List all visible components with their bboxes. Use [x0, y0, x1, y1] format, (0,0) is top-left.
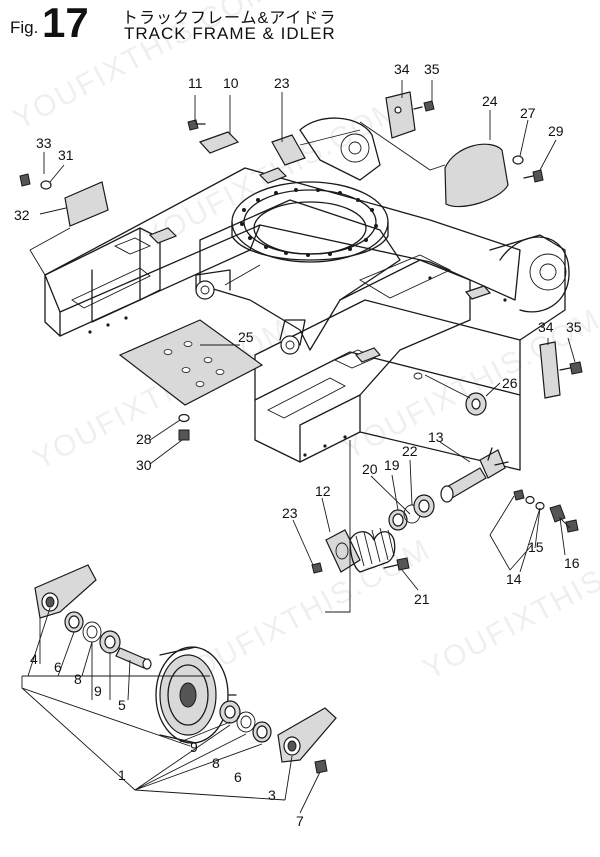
figure-prefix: Fig. — [10, 18, 39, 37]
callout-6-right: 6 — [234, 769, 242, 785]
oring-25 — [413, 372, 487, 416]
collar-8-left — [82, 621, 102, 643]
bearing-9-left — [99, 630, 121, 654]
callout-23: 24 — [482, 93, 498, 109]
bracket-33 — [539, 341, 561, 399]
watermark-text: YOUFIXTHIS.COM — [418, 523, 600, 687]
callout-27: 28 — [136, 431, 152, 447]
watermark-group: YOUFIXTHIS.COM YOUFIXTHIS.COM YOUFIXTHIS… — [8, 0, 600, 696]
callout-7: 7 — [296, 813, 304, 829]
callout-19: 21 — [414, 591, 430, 607]
plate-22 — [271, 134, 306, 166]
cover-31 — [64, 181, 109, 227]
figure-title-japanese: トラックフレーム&アイドラ — [122, 10, 337, 27]
washer-26 — [512, 155, 524, 165]
plate-24 — [118, 319, 264, 406]
callout-21: 23 — [282, 505, 298, 521]
grease-valve-14 — [513, 489, 566, 523]
callout-13: 13 — [428, 429, 444, 445]
support-4 — [34, 564, 97, 619]
figure-title-english: TRACK FRAME & IDLER — [124, 24, 336, 43]
bolt-19 — [383, 557, 410, 571]
bolt-32 — [19, 173, 31, 187]
washer-30 — [40, 180, 52, 190]
bearing-9-right — [219, 700, 241, 724]
idler-1 — [155, 646, 237, 744]
callout-35-right: 35 — [566, 319, 582, 335]
callout-25: 26 — [502, 375, 518, 391]
callout-17: 19 — [384, 457, 400, 473]
callout-4: 4 — [30, 651, 38, 667]
callout-10: 10 — [223, 75, 239, 91]
callout-20: 22 — [402, 443, 418, 459]
bolt-28 — [523, 169, 544, 183]
cover-23 — [444, 143, 509, 208]
callout-9-left: 9 — [94, 683, 102, 699]
callout-29: 30 — [136, 457, 152, 473]
callout-28: 29 — [548, 123, 564, 139]
callout-8-right: 8 — [212, 755, 220, 771]
figure-number: 17 — [42, 0, 89, 46]
callout-16: 16 — [564, 555, 580, 571]
wiper-20 — [413, 494, 435, 518]
collar-8-right — [236, 711, 256, 733]
callout-22: 23 — [274, 75, 290, 91]
support-3 — [277, 707, 337, 763]
bolt-29 — [178, 429, 190, 441]
callout-32: 33 — [36, 135, 52, 151]
callout-33: 34 — [538, 319, 554, 335]
callout-15: 15 — [528, 539, 544, 555]
leader-lines — [21, 80, 576, 814]
callout-12: 12 — [315, 483, 331, 499]
callout-26: 27 — [520, 105, 536, 121]
fitting-16 — [565, 519, 579, 533]
callout-9-right: 9 — [190, 739, 198, 755]
callout-14: 14 — [506, 571, 522, 587]
callout-6-left: 6 — [54, 659, 62, 675]
bolt-35-right — [559, 361, 583, 375]
callout-31: 32 — [14, 207, 30, 223]
washer-27 — [178, 413, 190, 423]
grease-nipple-21 — [311, 562, 323, 574]
callout-35-top: 35 — [424, 61, 440, 77]
callout-8-left: 8 — [74, 671, 82, 687]
shaft-5 — [115, 647, 152, 670]
bolt-35-top — [413, 100, 435, 112]
callout-34: 34 — [394, 61, 410, 77]
callout-18: 20 — [362, 461, 378, 477]
seal-6-left — [64, 611, 84, 633]
callout-3: 3 — [268, 787, 276, 803]
watermark-text: YOUFIXTHIS.COM — [8, 0, 276, 136]
cover-plate-10 — [198, 131, 240, 154]
callout-labels: 11 10 23 34 35 24 27 29 33 31 32 25 34 3… — [14, 61, 582, 829]
callout-1: 1 — [118, 767, 126, 783]
bolt-7 — [314, 759, 328, 774]
callout-24: 25 — [238, 329, 254, 345]
seal-17 — [388, 509, 408, 531]
callout-5: 5 — [118, 697, 126, 713]
bolt-11 — [187, 119, 206, 131]
spring-assembly-12 — [325, 527, 396, 573]
track-frame-assembly — [44, 117, 570, 471]
callout-30: 31 — [58, 147, 74, 163]
bracket-34 — [385, 91, 416, 139]
callout-11: 11 — [188, 75, 203, 91]
cylinder-13 — [440, 447, 509, 503]
seal-6-right — [252, 721, 272, 743]
